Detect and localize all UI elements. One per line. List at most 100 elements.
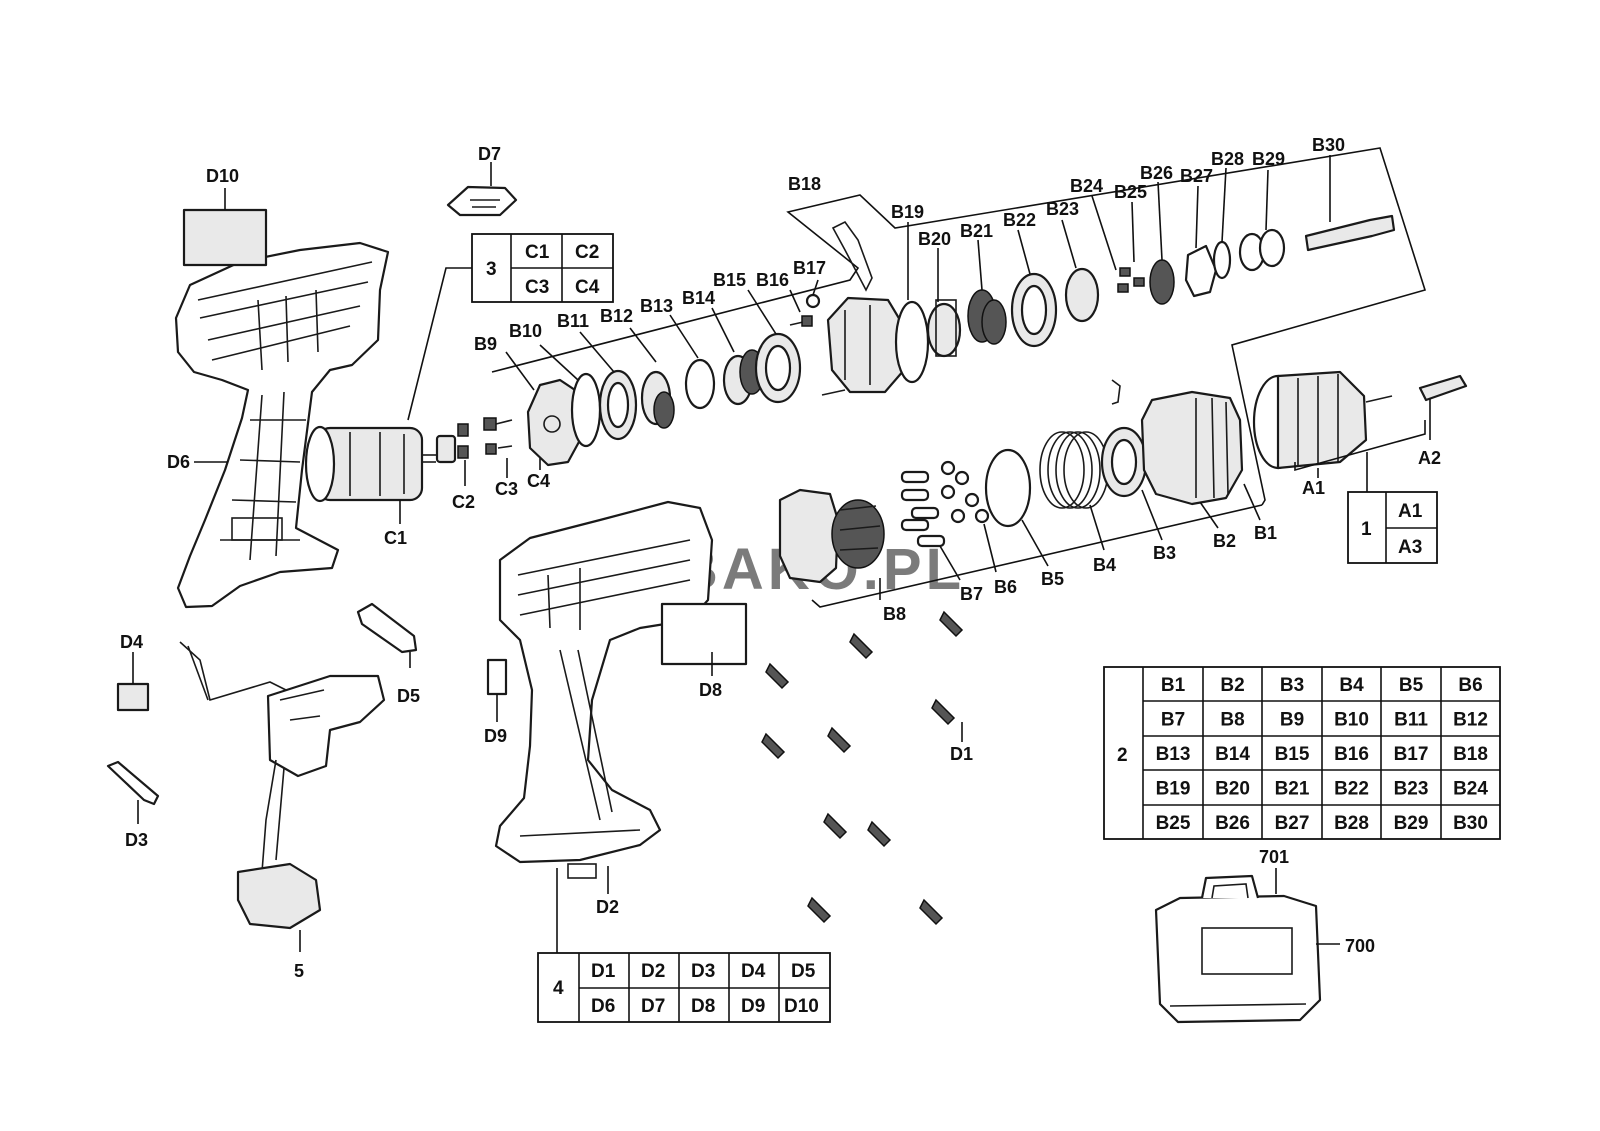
table-housing-cell: D8 <box>691 996 715 1017</box>
label-plate-d8 <box>660 602 748 666</box>
table-gear-cell: B29 <box>1394 813 1429 834</box>
label-d9 <box>486 658 508 696</box>
table-gear-cell: B27 <box>1275 813 1310 834</box>
callout-b22: B22 <box>1003 210 1036 230</box>
callout-a1: A1 <box>1302 478 1325 498</box>
spindle-b30 <box>1304 214 1396 252</box>
table-gear-cell: B23 <box>1394 779 1429 800</box>
switch-assembly <box>179 641 386 930</box>
table-motor: 3 C1 C2 C3 C4 <box>471 233 614 303</box>
callout-b14: B14 <box>682 288 715 308</box>
ring-b11 <box>598 369 638 441</box>
table-housing-cell: D9 <box>741 996 765 1017</box>
table-gear: 2 <box>1103 666 1501 840</box>
table-housing-cell: D4 <box>741 961 766 982</box>
carry-case-700 <box>1154 894 1322 1024</box>
spring-b4 <box>1039 431 1109 509</box>
table-gear-cell: B9 <box>1280 710 1304 731</box>
callout-d8: D8 <box>699 680 722 700</box>
table-motor-cell: C4 <box>575 277 600 298</box>
ring-b3 <box>1100 426 1148 498</box>
table-gear-cell: B5 <box>1399 675 1424 696</box>
table-motor-cell: C1 <box>525 242 550 263</box>
callout-b2: B2 <box>1213 531 1236 551</box>
part-d5 <box>356 602 418 654</box>
callout-5: 5 <box>294 961 304 981</box>
callout-b6: B6 <box>994 577 1017 597</box>
table-gear-cell: B6 <box>1458 675 1482 696</box>
part-d3 <box>106 760 160 806</box>
torque-collar-b2 <box>1140 390 1244 506</box>
table-gear-cell: B21 <box>1275 779 1310 800</box>
clutch-housing-b8 <box>778 488 885 584</box>
table-gear-cell: B22 <box>1334 779 1369 800</box>
callout-d3: D3 <box>125 830 148 850</box>
table-gear-cell: B30 <box>1453 813 1488 834</box>
callout-b1: B1 <box>1254 523 1277 543</box>
table-gear-cell: B14 <box>1215 744 1250 765</box>
callout-c3: C3 <box>495 479 518 499</box>
callout-b21: B21 <box>960 221 993 241</box>
callout-701: 701 <box>1259 847 1289 867</box>
screw-a2 <box>1418 374 1468 402</box>
callout-d6: D6 <box>167 452 190 472</box>
table-gear-cell: B20 <box>1215 779 1250 800</box>
table-chuck: 1 A1 A3 <box>1347 491 1438 564</box>
ring-gear-b15 <box>754 332 802 404</box>
table-gear-group: 2 <box>1117 745 1128 766</box>
callout-b29: B29 <box>1252 149 1285 169</box>
chuck-a1 <box>1252 370 1393 470</box>
table-housing-cell: D7 <box>641 996 665 1017</box>
callout-d10: D10 <box>206 166 239 186</box>
table-gear-cell: B28 <box>1334 813 1369 834</box>
table-motor-cell: C3 <box>525 277 549 298</box>
bearings-b29 <box>1238 228 1286 272</box>
table-housing-cell: D1 <box>591 961 616 982</box>
table-gear-cell: B25 <box>1156 813 1191 834</box>
callout-d1: D1 <box>950 744 973 764</box>
table-gear-cell: B8 <box>1220 710 1244 731</box>
table-gear-cell: B3 <box>1280 675 1304 696</box>
gear-leaders <box>505 155 1331 391</box>
screws-c3 <box>483 417 513 455</box>
table-gear-cell: B13 <box>1156 744 1191 765</box>
callout-a2: A2 <box>1418 448 1441 468</box>
table-motor-group: 3 <box>486 259 497 280</box>
table-gear-cell: B12 <box>1453 710 1488 731</box>
callout-b5: B5 <box>1041 569 1064 589</box>
table-motor-cell: C2 <box>575 242 599 263</box>
callout-b25: B25 <box>1114 182 1147 202</box>
carrier-b13 <box>684 358 716 410</box>
callout-b19: B19 <box>891 202 924 222</box>
table-chuck-cell: A1 <box>1398 501 1423 522</box>
screws-b16 <box>789 315 846 396</box>
table-gear-cell: B24 <box>1453 779 1488 800</box>
callout-b11: B11 <box>557 311 589 331</box>
callout-d2: D2 <box>596 897 619 917</box>
pins-b7 <box>900 470 946 548</box>
callout-d4: D4 <box>120 632 143 652</box>
balls-b6 <box>940 460 990 524</box>
table-housing: 4 D1 D2 D3 D4 D5 D6 D7 D8 D9 D10 <box>537 952 831 1023</box>
callout-b10: B10 <box>509 321 542 341</box>
carrier-b21 <box>926 299 962 358</box>
callout-b16: B16 <box>756 270 789 290</box>
table-gear-cell: B10 <box>1334 710 1369 731</box>
gears-b12 <box>640 370 675 429</box>
housing-right-half <box>494 500 714 879</box>
table-housing-cell: D5 <box>791 961 816 982</box>
table-gear-cell: B11 <box>1394 710 1428 731</box>
pins-b25 <box>1117 267 1145 293</box>
carrier-b24 <box>1064 267 1100 323</box>
table-gear-cell: B1 <box>1161 675 1186 696</box>
table-housing-group: 4 <box>553 978 564 999</box>
table-chuck-cell: A3 <box>1398 537 1422 558</box>
washer-b20 <box>894 300 930 384</box>
screws-d1 <box>761 610 964 926</box>
table-gear-cell: B2 <box>1220 675 1244 696</box>
bolt-b17 <box>805 293 821 309</box>
washer-b5 <box>984 448 1032 528</box>
callout-b30: B30 <box>1312 135 1345 155</box>
callout-d7: D7 <box>478 144 501 164</box>
callout-d5: D5 <box>397 686 420 706</box>
